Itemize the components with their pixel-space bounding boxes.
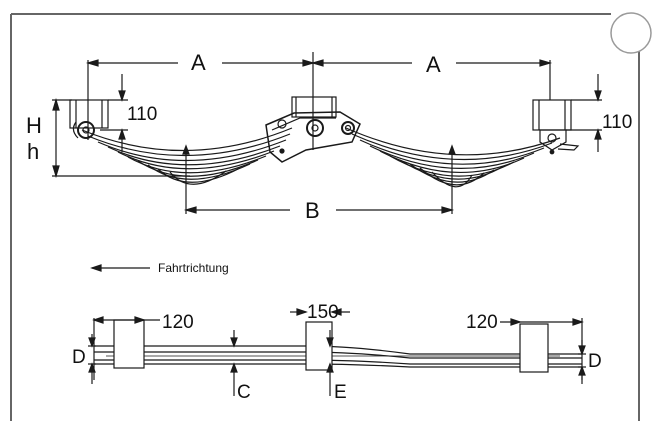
label-150-center: 150 — [307, 302, 339, 323]
direction-arrow — [90, 264, 150, 272]
dim-a-left — [85, 52, 316, 150]
right-spring-leaves — [345, 127, 561, 188]
label-120-left: 120 — [162, 312, 194, 333]
label-overall-height: H — [26, 113, 42, 138]
label-110-left: 110 — [127, 104, 157, 125]
dim-a-right — [310, 59, 553, 100]
drawing-frame — [10, 13, 640, 421]
dim-110-left — [100, 74, 128, 152]
spring-side-view — [52, 52, 602, 214]
center-equalizer — [265, 96, 361, 163]
label-c: C — [237, 382, 251, 403]
dim-h — [52, 97, 190, 179]
left-spring-leaves — [81, 127, 293, 185]
left-hanger — [69, 99, 109, 139]
right-hanger — [532, 99, 580, 155]
label-e: E — [334, 382, 347, 403]
label-110-right: 110 — [602, 112, 632, 133]
label-d-left: D — [72, 347, 86, 368]
dim-b — [182, 144, 456, 214]
corner-badge — [610, 12, 652, 54]
label-b: B — [305, 198, 320, 223]
label-height: h — [27, 139, 39, 164]
dim-110-right — [566, 74, 602, 152]
label-120-right: 120 — [466, 312, 498, 333]
label-a-left: A — [191, 50, 206, 75]
spring-top-view — [88, 308, 586, 396]
label-a-right: A — [426, 52, 441, 77]
direction-of-travel-label: Fahrtrichtung — [158, 261, 229, 275]
label-d-right: D — [588, 351, 602, 372]
